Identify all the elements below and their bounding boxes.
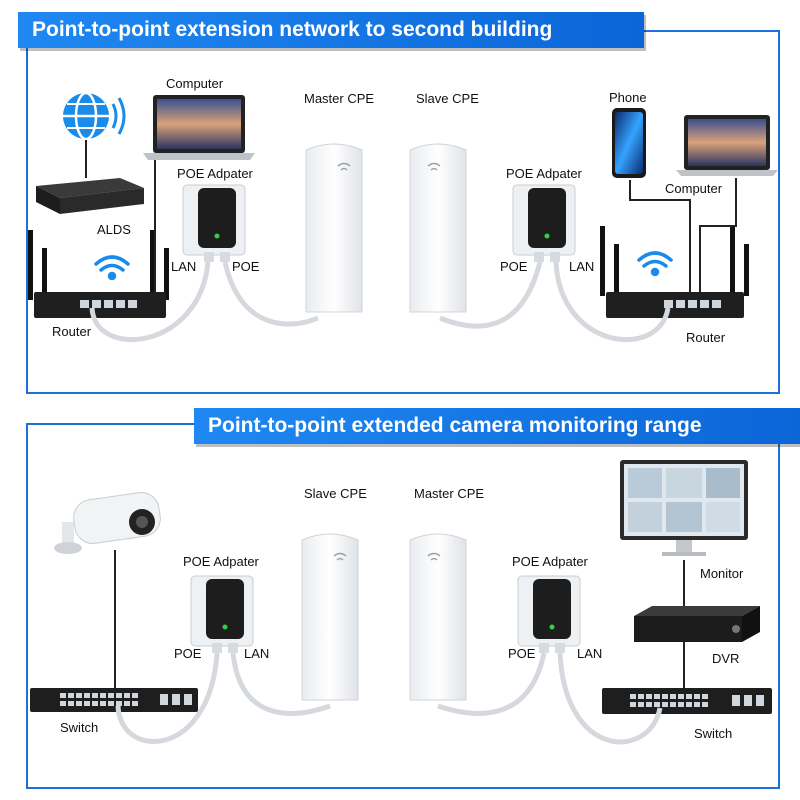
laptop-left-icon <box>143 95 255 160</box>
poe-right-label: POE <box>500 259 528 274</box>
slave-cpe-bottom-icon <box>301 533 359 701</box>
master-cpe-bottom-label: Master CPE <box>414 486 485 501</box>
poe-adapter-bottom-right-label: POE Adpater <box>512 554 588 569</box>
top-cables <box>89 261 671 342</box>
poe-adapter-bottom-left-label: POE Adpater <box>183 554 259 569</box>
top-section-title: Point-to-point extension network to seco… <box>18 12 644 48</box>
bottom-section-title: Point-to-point extended camera monitorin… <box>194 408 800 444</box>
bottom-dark-lines <box>114 550 685 688</box>
wifi-icon <box>94 255 130 281</box>
poe-adapter-bottom-right-icon <box>517 575 581 653</box>
lan-right-label: LAN <box>569 259 595 274</box>
poe-adapter-left-label: POE Adpater <box>177 166 253 181</box>
poe-bottom-right-label: POE <box>508 646 536 661</box>
master-cpe-bottom-icon <box>409 533 467 701</box>
switch-left-label: Switch <box>60 720 99 735</box>
monitor-icon <box>620 460 748 556</box>
slave-cpe-bottom-label: Slave CPE <box>304 486 367 501</box>
laptop-right-icon <box>676 115 778 176</box>
lan-bottom-left-label: LAN <box>244 646 270 661</box>
security-camera-icon <box>54 492 161 554</box>
dvr-icon <box>634 606 760 642</box>
top-dark-lines <box>85 140 737 292</box>
monitor-label: Monitor <box>700 566 744 581</box>
poe-adapter-right-icon <box>512 184 576 262</box>
poe-adapter-bottom-left-icon <box>190 575 254 653</box>
lan-bottom-right-label: LAN <box>577 646 603 661</box>
router-right-icon <box>600 226 749 318</box>
bottom-cables <box>115 652 663 745</box>
switch-right-label: Switch <box>694 726 733 741</box>
poe-bottom-left-label: POE <box>174 646 202 661</box>
switch-left-icon <box>30 688 198 712</box>
switch-right-icon <box>602 688 772 714</box>
poe-adapter-left-icon <box>182 184 246 262</box>
poe-adapter-right-label: POE Adpater <box>506 166 582 181</box>
computer-right-label: Computer <box>665 181 723 196</box>
phone-label: Phone <box>609 90 647 105</box>
phone-icon <box>612 108 646 178</box>
poe-left-label: POE <box>232 259 260 274</box>
master-cpe-top-icon <box>305 143 363 313</box>
wifi-icon <box>637 251 673 277</box>
router-left-label: Router <box>52 324 92 339</box>
alds-modem-icon <box>36 178 144 214</box>
router-left-icon <box>28 230 169 318</box>
dvr-label: DVR <box>712 651 740 666</box>
master-cpe-top-label: Master CPE <box>304 91 375 106</box>
slave-cpe-top-icon <box>409 143 467 313</box>
globe-icon <box>63 91 126 141</box>
alds-label: ALDS <box>97 222 131 237</box>
router-right-label: Router <box>686 330 726 345</box>
lan-left-label: LAN <box>171 259 197 274</box>
slave-cpe-top-label: Slave CPE <box>416 91 479 106</box>
computer-left-label: Computer <box>166 76 224 91</box>
